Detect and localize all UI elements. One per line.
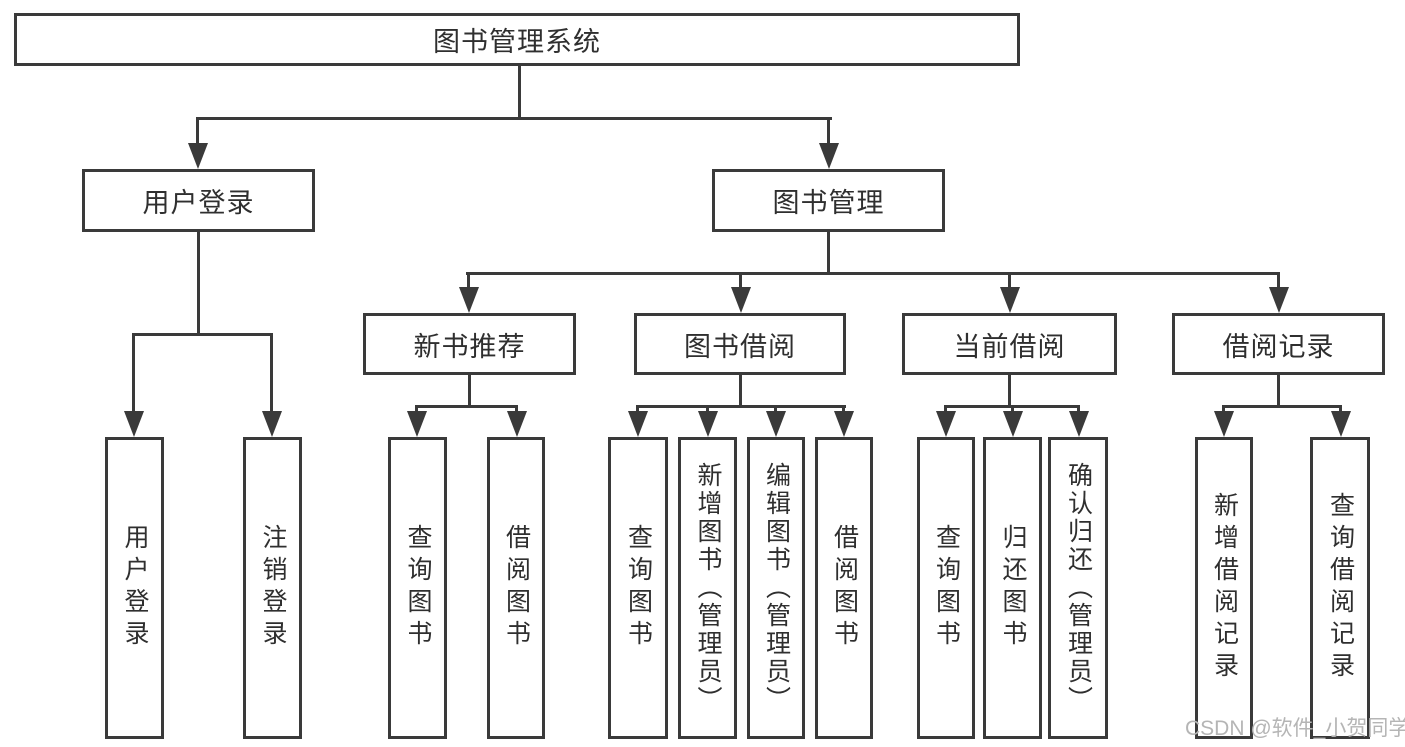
node-book-borrow: 图书借阅 — [634, 313, 846, 375]
connector-root-stem — [518, 66, 521, 118]
connector-drop-current-borrow — [1008, 272, 1011, 289]
leaf-label: 新增图书（管理员） — [694, 462, 722, 714]
connector-drop-book-borrow — [739, 272, 742, 289]
node-book-management: 图书管理 — [712, 169, 945, 232]
arrowhead-down-icon — [459, 287, 479, 313]
arrowhead-down-icon — [1003, 411, 1023, 437]
connector-user-login-bar — [132, 333, 273, 336]
connector-drop — [774, 405, 777, 415]
connector-drop-new-book — [467, 272, 470, 289]
node-borrow-records: 借阅记录 — [1172, 313, 1385, 375]
leaf-label: 归还图书 — [999, 524, 1027, 652]
arrowhead-down-icon — [507, 411, 527, 437]
connector-drop — [842, 405, 845, 415]
leaf-label: 查询图书 — [624, 524, 653, 652]
arrowhead-down-icon — [698, 411, 718, 437]
connector-user-login-stem — [197, 232, 200, 336]
connector-drop — [1011, 405, 1014, 415]
node-bb-query-books: 查询图书 — [608, 437, 668, 739]
leaf-label: 借阅图书 — [830, 524, 859, 652]
node-library-management-system: 图书管理系统 — [14, 13, 1020, 66]
connector-new-book-bar — [415, 405, 518, 408]
node-new-book-recommend: 新书推荐 — [363, 313, 576, 375]
connector-drop-user-login — [196, 117, 199, 149]
connector-book-mgmt-stem — [827, 232, 830, 275]
arrowhead-down-icon — [731, 287, 751, 313]
leaf-label: 注销登录 — [259, 524, 287, 652]
connector-drop — [515, 405, 518, 415]
arrowhead-down-icon — [407, 411, 427, 437]
node-cb-return-books: 归还图书 — [983, 437, 1042, 739]
connector-drop-leaf-user-login — [132, 333, 135, 413]
node-br-add-record: 新增借阅记录 — [1195, 437, 1253, 739]
connector-book-borrow-bar — [636, 405, 846, 408]
connector-drop — [944, 405, 947, 415]
node-current-borrow: 当前借阅 — [902, 313, 1117, 375]
leaf-label: 查询图书 — [404, 524, 432, 652]
connector-drop — [1339, 405, 1342, 415]
leaf-label: 编辑图书（管理员） — [762, 462, 791, 714]
leaf-label: 查询借阅记录 — [1326, 492, 1355, 684]
connector-drop — [636, 405, 639, 415]
node-bb-edit-books-admin: 编辑图书（管理员） — [747, 437, 805, 739]
leaf-label: 用户登录 — [121, 524, 149, 652]
connector-book-mgmt-bar — [466, 272, 1280, 275]
node-user-login: 用户登录 — [82, 169, 315, 232]
node-cb-query-books: 查询图书 — [917, 437, 975, 739]
connector-borrow-records-stem — [1277, 375, 1280, 408]
arrowhead-down-icon — [1214, 411, 1234, 437]
connector-new-book-stem — [468, 375, 471, 408]
connector-drop-book-management — [827, 117, 830, 149]
leaf-label: 新增借阅记录 — [1210, 492, 1239, 684]
arrowhead-down-icon — [262, 411, 282, 437]
node-leaf-user-login: 用户登录 — [105, 437, 164, 739]
arrowhead-down-icon — [1069, 411, 1089, 437]
connector-drop — [1222, 405, 1225, 415]
arrowhead-down-icon — [1000, 287, 1020, 313]
node-leaf-logout: 注销登录 — [243, 437, 302, 739]
arrowhead-down-icon — [124, 411, 144, 437]
connector-book-borrow-stem — [739, 375, 742, 408]
connector-drop — [706, 405, 709, 415]
node-bb-add-books-admin: 新增图书（管理员） — [678, 437, 737, 739]
arrowhead-down-icon — [766, 411, 786, 437]
leaf-label: 查询图书 — [932, 524, 961, 652]
arrowhead-down-icon — [819, 143, 839, 169]
arrowhead-down-icon — [188, 143, 208, 169]
leaf-label: 确认归还（管理员） — [1064, 462, 1093, 714]
node-cb-confirm-return-admin: 确认归还（管理员） — [1048, 437, 1108, 739]
arrowhead-down-icon — [1269, 287, 1289, 313]
node-nb-query-books: 查询图书 — [388, 437, 447, 739]
connector-drop-borrow-records — [1277, 272, 1280, 289]
arrowhead-down-icon — [1331, 411, 1351, 437]
watermark: CSDN @软件_小贺同学 — [1185, 717, 1405, 740]
arrowhead-down-icon — [834, 411, 854, 437]
connector-root-bar — [196, 117, 832, 120]
arrowhead-down-icon — [628, 411, 648, 437]
connector-drop — [1077, 405, 1080, 415]
arrowhead-down-icon — [936, 411, 956, 437]
node-bb-borrow-books: 借阅图书 — [815, 437, 873, 739]
node-nb-borrow-books: 借阅图书 — [487, 437, 545, 739]
connector-drop-leaf-logout — [270, 333, 273, 413]
leaf-label: 借阅图书 — [502, 524, 531, 652]
node-br-query-record: 查询借阅记录 — [1310, 437, 1370, 739]
connector-borrow-records-bar — [1222, 405, 1342, 408]
connector-current-borrow-stem — [1008, 375, 1011, 408]
connector-drop — [415, 405, 418, 415]
